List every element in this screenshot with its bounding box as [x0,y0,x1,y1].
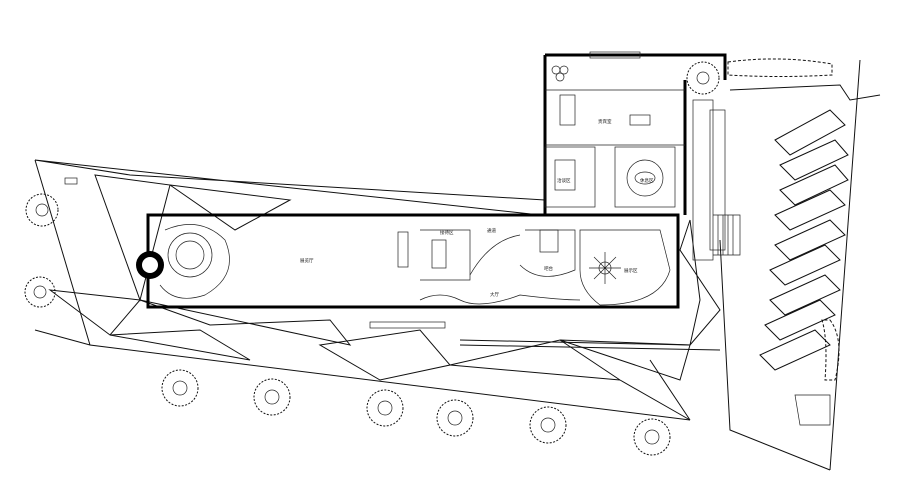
label-meeting: 洽谈区 [557,177,571,184]
tree-icon [253,378,291,416]
tree-icon [161,369,199,407]
label-vip: 贵宾室 [598,118,612,125]
tree-icon [633,418,671,456]
parking-bays [759,109,849,371]
meeting-tables [431,94,664,269]
showroom-sun [589,252,621,284]
label-hall: 展览厅 [300,257,314,264]
tree-icon [366,389,404,427]
main-building [146,51,727,329]
label-showroom: 展示区 [624,268,638,274]
tree-icon [24,276,56,308]
tree-icon [686,61,720,95]
label-bar: 吧台 [544,265,553,272]
tree-icon [436,399,474,437]
label-corridor: 通道 [487,227,496,234]
tree-icon [529,406,567,444]
site-features [64,65,831,426]
entrance-stairs [692,99,741,261]
label-lobby: 大厅 [490,291,499,298]
trees [24,58,840,456]
label-reception: 接待区 [440,229,454,236]
site-boundary [34,59,881,471]
spiral-stair [136,224,230,299]
hedge [727,58,833,77]
hedge-right [821,319,840,381]
label-rest-area: 休息区 [640,177,654,184]
tree-icon [25,193,59,227]
